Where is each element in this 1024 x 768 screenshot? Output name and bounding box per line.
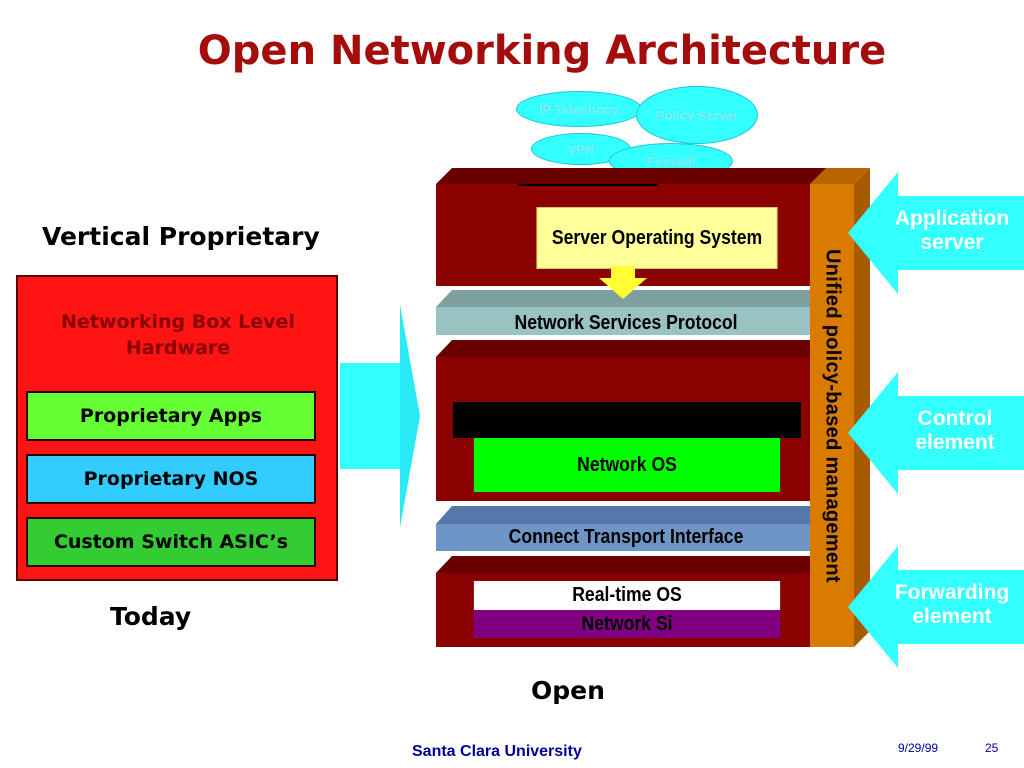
down-arrow-icon: [599, 266, 647, 299]
application-server-arrow-icon: [848, 172, 1024, 294]
transition-arrow-icon: [340, 305, 420, 527]
open-caption: Open: [531, 676, 605, 705]
network-services-protocol-label: Network Services Protocol: [514, 311, 738, 334]
network-si-layer: Network Si: [473, 610, 781, 638]
unified-policy-label: Unified policy-based management: [821, 248, 844, 583]
policy-server-oval: Policy Server: [636, 86, 758, 144]
footer-page-number: 25: [985, 741, 999, 755]
forwarding-element-label: Forwarding element: [894, 581, 1010, 628]
forwarding-element-arrow-icon: [848, 546, 1024, 668]
slide-title: Open Networking Architecture: [197, 28, 887, 74]
ip-telephony-oval: IP Telephony: [516, 91, 642, 127]
today-caption: Today: [110, 602, 192, 631]
connect-transport-label: Connect Transport Interface: [508, 526, 744, 548]
side-bar-container: Unified policy-based management: [811, 184, 853, 647]
control-element-arrow-icon: [848, 372, 1024, 494]
custom-switch-asics-layer: Custom Switch ASIC’s: [26, 517, 316, 567]
server-os-box: Server Operating System: [536, 207, 778, 269]
footer-date: 9/29/99: [898, 741, 939, 755]
proprietary-box-title: Networking Box Level Hardware: [61, 311, 295, 359]
black-layer: [453, 402, 801, 438]
application-server-label: Application server: [894, 207, 1010, 254]
footer-university: Santa Clara University: [412, 743, 582, 760]
proprietary-nos-layer: Proprietary NOS: [26, 454, 316, 504]
network-os-layer: Network OS: [473, 438, 781, 492]
realtime-os-layer: Real-time OS: [473, 581, 781, 610]
control-element-label: Control element: [915, 407, 995, 454]
left-heading: Vertical Proprietary: [42, 222, 320, 251]
proprietary-apps-layer: Proprietary Apps: [26, 391, 316, 441]
